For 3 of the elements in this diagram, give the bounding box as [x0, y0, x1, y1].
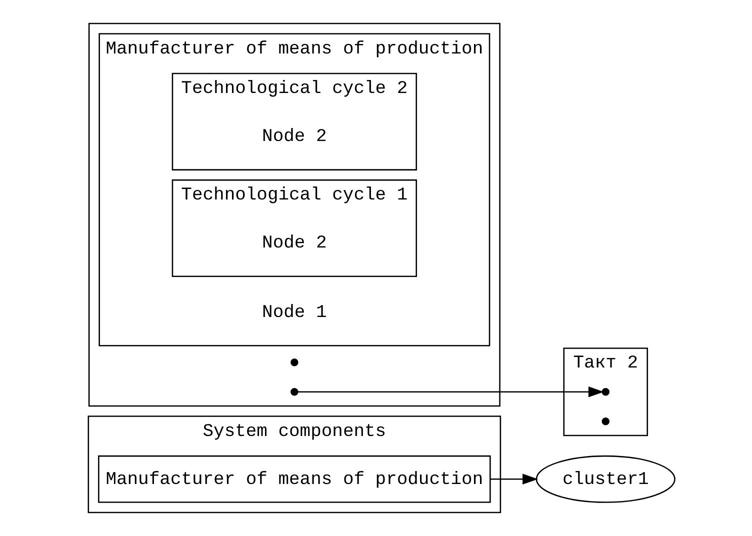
node-text: Node 2	[262, 234, 326, 254]
node-text: Node 1	[262, 303, 326, 324]
node-text: Node 2	[262, 127, 326, 148]
